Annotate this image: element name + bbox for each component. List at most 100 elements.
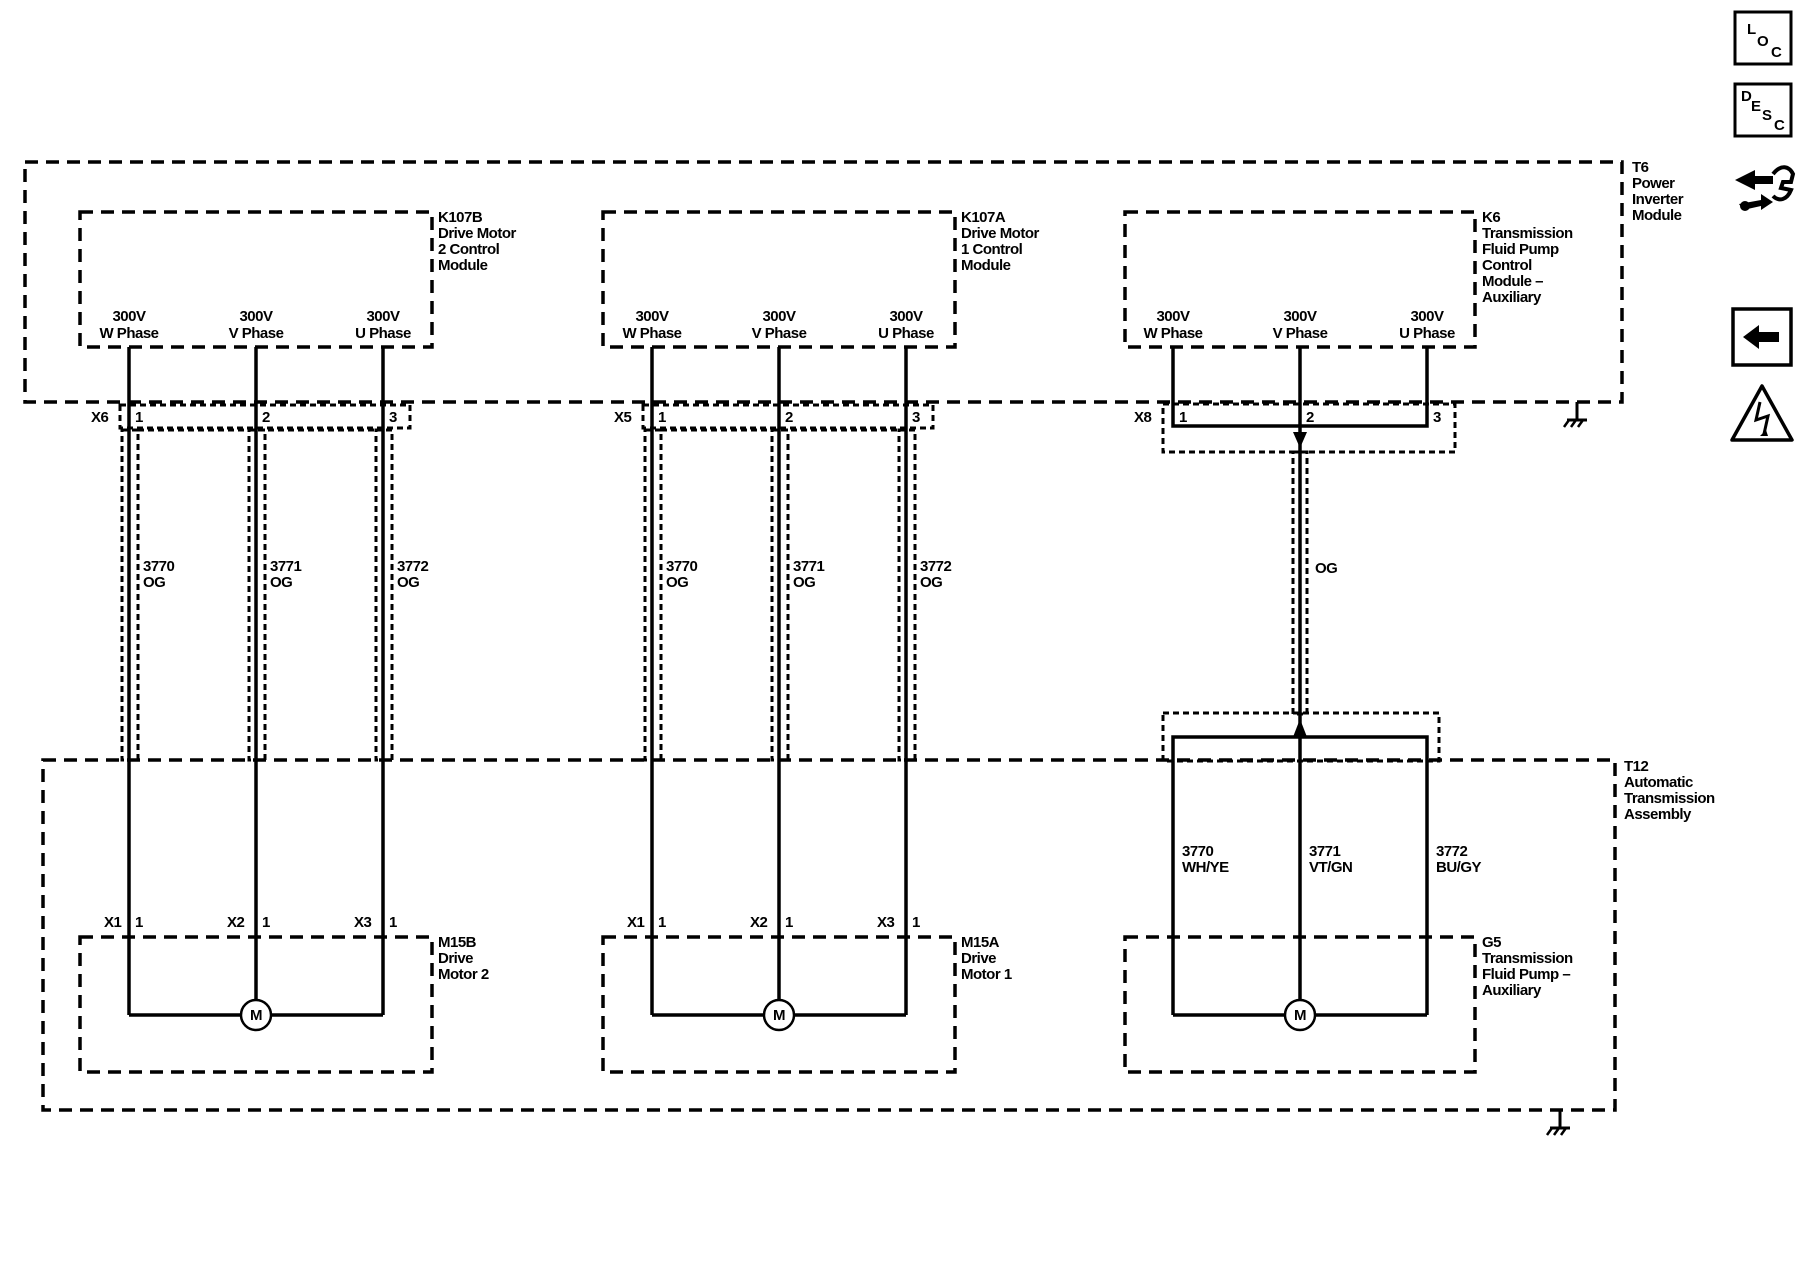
pin-number: 1 [135,409,143,426]
motor-connector-pin: 1 [658,914,666,931]
svg-text:S: S [1762,107,1772,124]
motor-device-label: M15A Drive Motor 1 [961,934,1012,983]
circuit-number: 3771 [793,558,825,575]
phase-voltage: 300V [112,308,146,325]
circuit-number: 3770 [143,558,175,575]
motor-symbol-letter: M [773,1007,785,1024]
svg-text:L: L [1747,21,1756,38]
motor-connector-id: X2 [227,914,245,931]
pin-number: 1 [658,409,666,426]
pin-number: 1 [1179,409,1187,426]
phase-name: W Phase [622,325,681,342]
motor-connector-pin: 1 [785,914,793,931]
wire-color: OG [920,574,942,591]
phase-name: U Phase [1399,325,1455,342]
svg-text:C: C [1774,117,1785,134]
motor-outline [601,935,957,1074]
phase-voltage: 300V [635,308,669,325]
connector-id: X6 [91,409,109,426]
description-icon[interactable]: D E S C [1733,82,1793,138]
section-k107a: K107A Drive Motor 1 Control Module 300V … [601,209,1043,1074]
wire-color: VT/GN [1309,859,1352,876]
inverter-label: T6 Power Inverter Module [1632,159,1687,224]
wire-color: WH/YE [1182,859,1229,876]
wire-color: OG [666,574,688,591]
control-module-label: K6 Transmission Fluid Pump Control Modul… [1482,209,1576,306]
motor-connector-id: X1 [627,914,645,931]
pin-number: 3 [912,409,920,426]
connector-id: X8 [1134,409,1152,426]
circuit-number: 3770 [1182,843,1214,860]
cable-shield [1291,450,1309,716]
connector-outline [1161,711,1441,763]
phase-voltage: 300V [1156,308,1190,325]
motor-symbol [239,998,273,1032]
chassis-ground-icon [1545,1110,1570,1136]
connector-id: X5 [614,409,632,426]
pin-number: 2 [262,409,270,426]
motor-connector-pin: 1 [912,914,920,931]
motor-connector-id: X2 [750,914,768,931]
power-inverter-module-outline [23,160,1624,404]
wire-color: BU/GY [1436,859,1482,876]
phase-voltage: 300V [239,308,273,325]
harness-splice-arrow [1293,432,1307,448]
phase-voltage: 300V [366,308,400,325]
phase-name: W Phase [1143,325,1202,342]
circuit-number: 3771 [1309,843,1341,860]
connector-service-icon[interactable] [1735,165,1796,211]
circuit-number: 3770 [666,558,698,575]
control-module-label: K107A Drive Motor 1 Control Module [961,209,1043,274]
wire-color: OG [793,574,815,591]
phase-name: U Phase [355,325,411,342]
high-voltage-warning-icon [1730,384,1794,442]
svg-text:C: C [1771,44,1782,61]
wire-color: OG [270,574,292,591]
back-arrow-icon[interactable] [1731,307,1793,367]
motor-connector-pin: 1 [389,914,397,931]
pin-number: 3 [389,409,397,426]
motor-connector-pin: 1 [262,914,270,931]
wire-color: OG [143,574,165,591]
motor-symbol-letter: M [1294,1007,1306,1024]
phase-name: V Phase [1273,325,1328,342]
pump-outline [1123,935,1477,1074]
pin-number: 3 [1433,409,1441,426]
motor-connector-id: X3 [354,914,372,931]
pump-device-label: G5 Transmission Fluid Pump – Auxiliary [1482,934,1576,999]
pin-number: 2 [785,409,793,426]
phase-voltage: 300V [1283,308,1317,325]
transmission-label: T12 Automatic Transmission Assembly [1624,758,1718,823]
svg-text:E: E [1751,98,1761,115]
connector-outline [641,403,935,430]
transmission-assembly-outline [41,758,1617,1112]
control-module-label: K107B Drive Motor 2 Control Module [438,209,520,274]
circuit-number: 3772 [1436,843,1468,860]
motor-symbol [762,998,796,1032]
circuit-number: 3771 [270,558,302,575]
wire-color: OG [397,574,419,591]
circuit-number: 3772 [920,558,952,575]
motor-connector-id: X3 [877,914,895,931]
motor-symbol [1283,998,1317,1032]
motor-outline [78,935,434,1074]
phase-name: U Phase [878,325,934,342]
harness-splice-arrow [1293,719,1307,737]
phase-name: V Phase [229,325,284,342]
motor-device-label: M15B Drive Motor 2 [438,934,489,983]
location-icon[interactable]: L O C [1733,10,1793,66]
phase-name: W Phase [99,325,158,342]
motor-symbol-letter: M [250,1007,262,1024]
connector-outline [1161,402,1457,454]
pin-number: 2 [1306,409,1314,426]
section-k6: K6 Transmission Fluid Pump Control Modul… [1123,209,1576,1074]
pump-wire-loop [1171,735,1429,1015]
connector-outline [118,403,412,430]
motor-connector-id: X1 [104,914,122,931]
section-k107b: K107B Drive Motor 2 Control Module 300V … [78,209,520,1074]
phase-voltage: 300V [889,308,923,325]
phase-voltage: 300V [762,308,796,325]
svg-text:O: O [1757,33,1769,50]
motor-connector-pin: 1 [135,914,143,931]
